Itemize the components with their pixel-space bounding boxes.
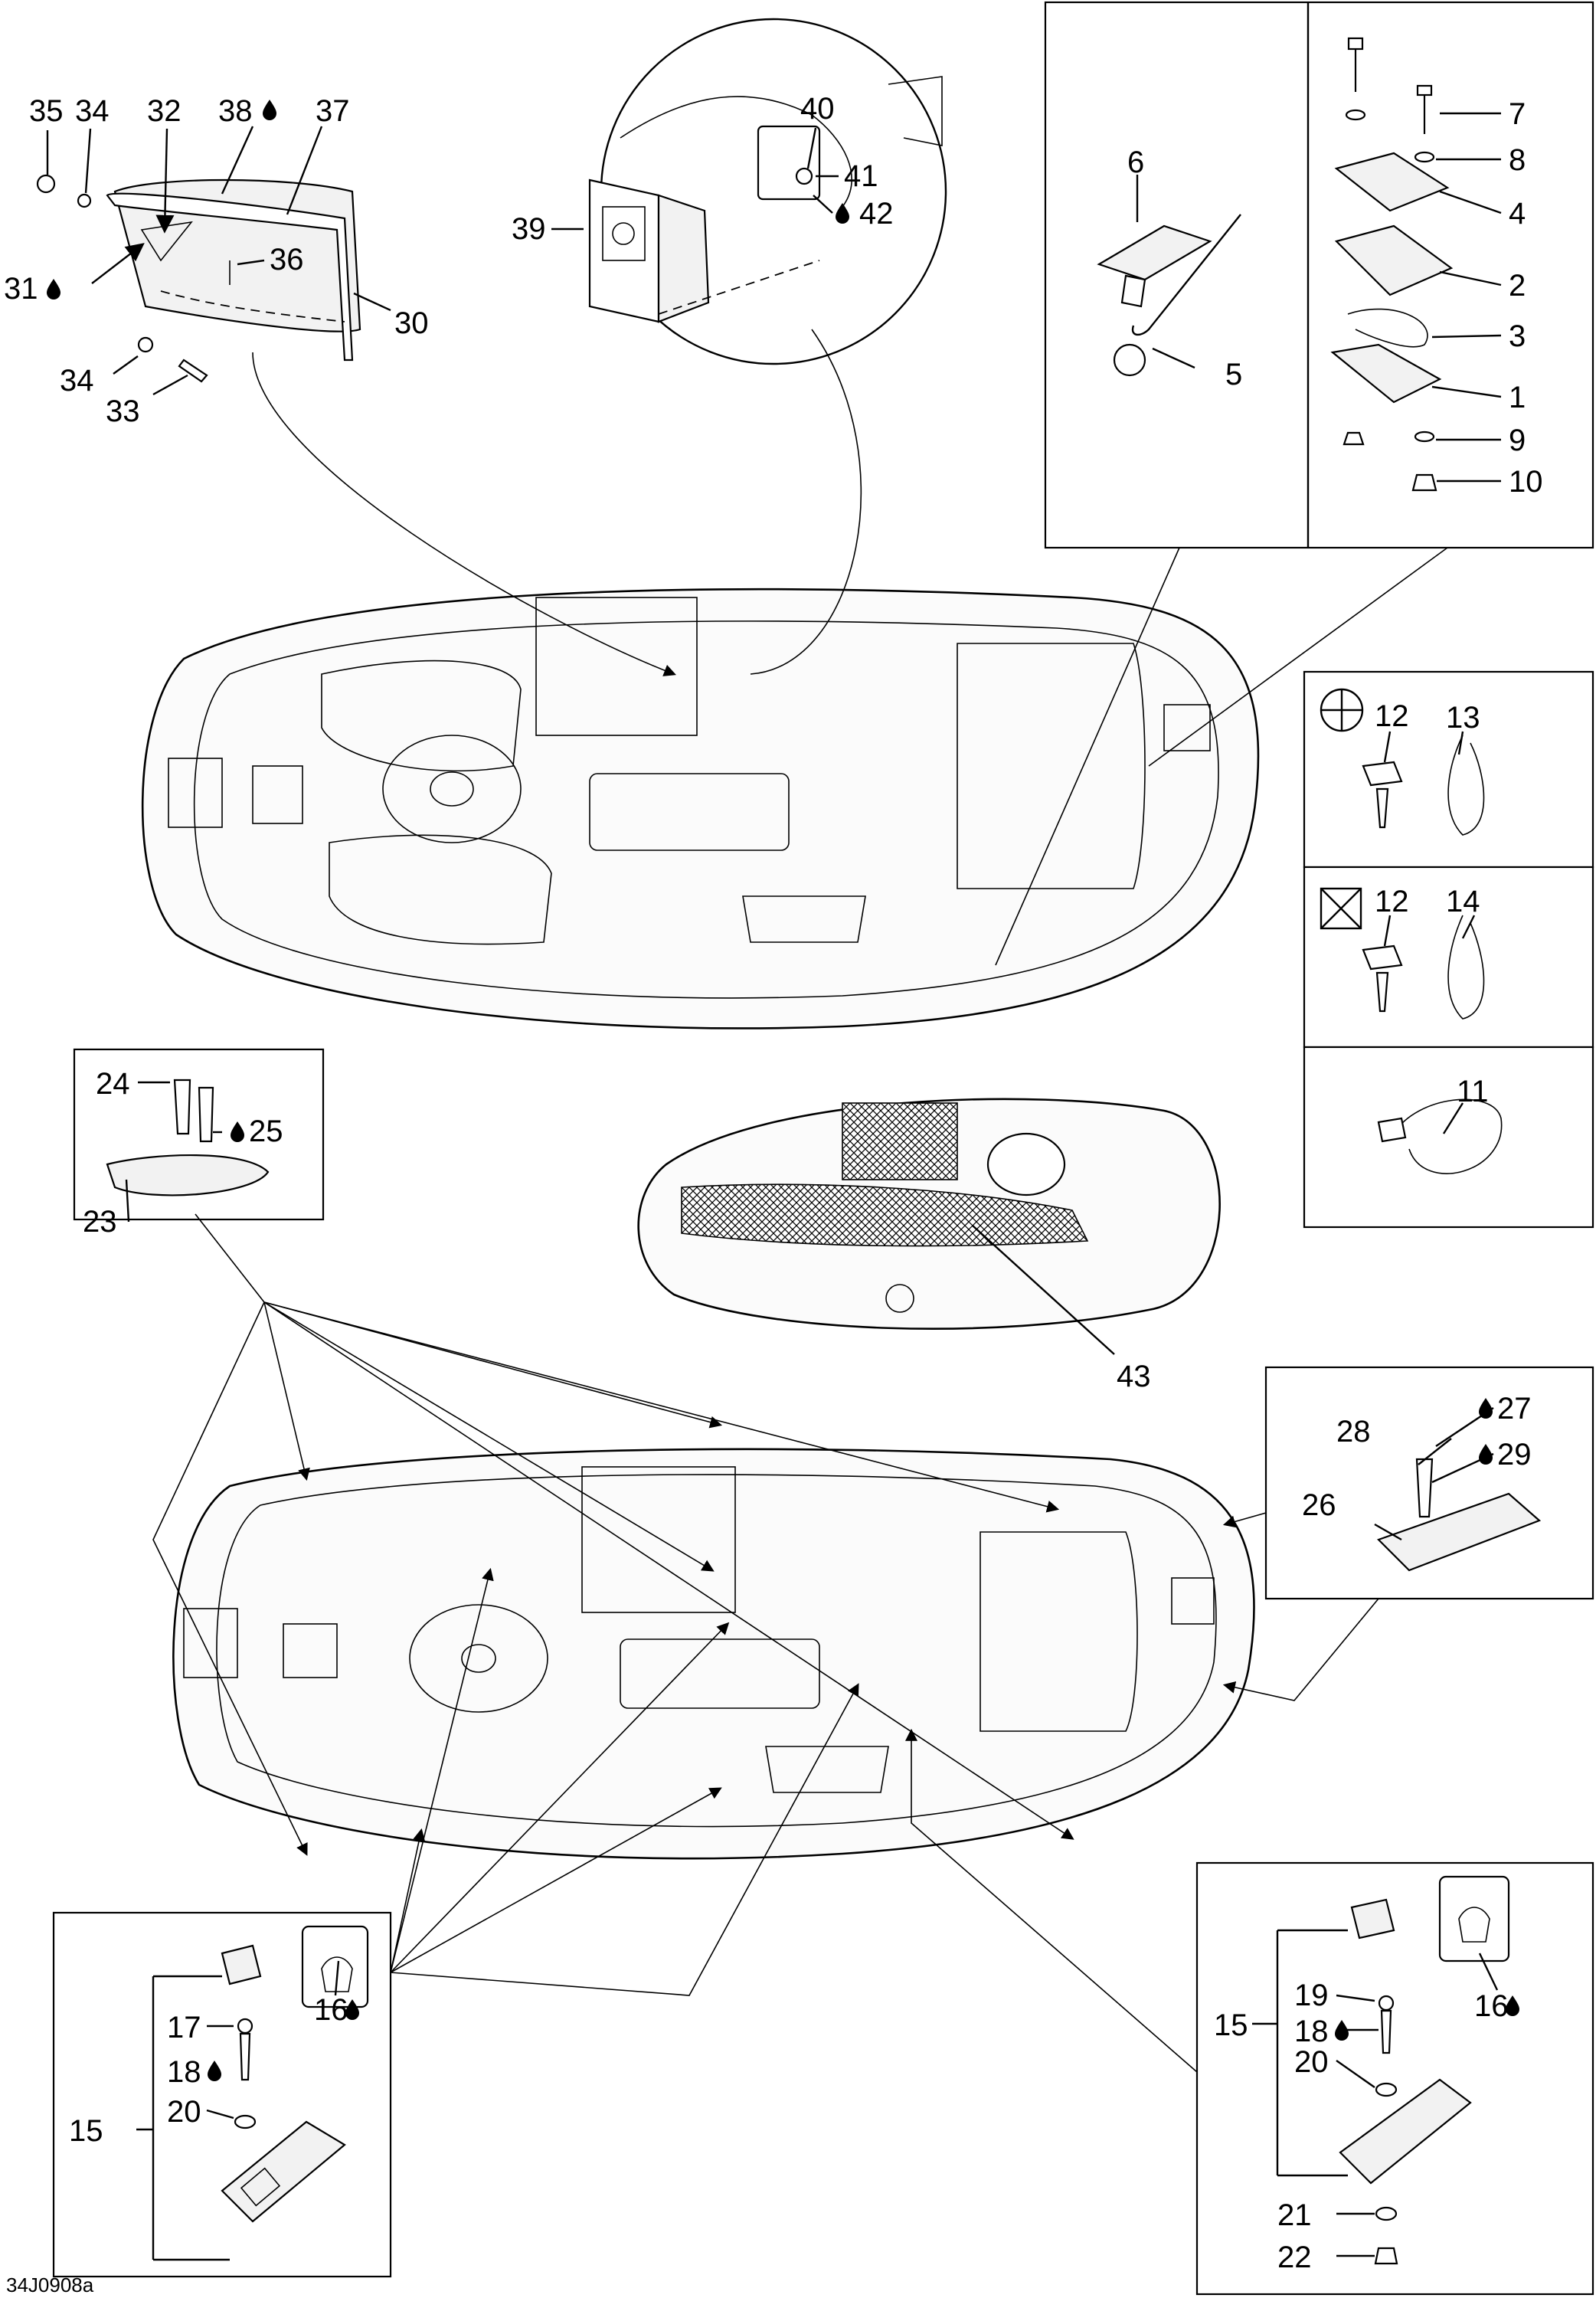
latch-plate-box bbox=[1264, 1366, 1594, 1600]
callout-33: 33 bbox=[106, 394, 140, 428]
callout-43: 43 bbox=[1117, 1360, 1151, 1393]
diagram-code: 34J0908a bbox=[6, 2273, 94, 2296]
callout-6: 6 bbox=[1127, 146, 1144, 179]
callout-1: 1 bbox=[1509, 381, 1526, 414]
callout-10: 10 bbox=[1509, 465, 1543, 499]
callout-12-a: 12 bbox=[1375, 699, 1409, 733]
drop-icon bbox=[263, 100, 276, 120]
pad-kit-left bbox=[52, 1911, 392, 2278]
callout-13: 13 bbox=[1446, 701, 1480, 735]
callout-20-a: 20 bbox=[167, 2095, 201, 2129]
callout-3: 3 bbox=[1509, 319, 1526, 353]
pad-kit-right bbox=[1195, 1861, 1594, 2296]
callout-9: 9 bbox=[1509, 424, 1526, 457]
callout-41: 41 bbox=[844, 159, 878, 193]
lower-hull-view bbox=[172, 1448, 1255, 1860]
cleat-box bbox=[73, 1048, 325, 1221]
callout-24: 24 bbox=[96, 1067, 130, 1101]
callout-17: 17 bbox=[167, 2011, 201, 2044]
callout-15-a: 15 bbox=[69, 2114, 103, 2148]
glovebox-assembly bbox=[36, 174, 361, 383]
callout-32: 32 bbox=[147, 94, 182, 128]
callout-21: 21 bbox=[1277, 2198, 1312, 2232]
callout-27: 27 bbox=[1497, 1392, 1532, 1426]
callout-4: 4 bbox=[1509, 197, 1526, 231]
callout-11: 11 bbox=[1457, 1075, 1489, 1108]
drop-icon bbox=[836, 203, 849, 224]
mat-view bbox=[637, 1098, 1221, 1330]
callout-labels: 1 2 3 4 5 6 7 8 9 10 11 12 12 13 14 15 1… bbox=[4, 92, 1543, 2274]
callout-36: 36 bbox=[270, 243, 304, 277]
callout-14: 14 bbox=[1446, 885, 1480, 918]
callout-18-a: 18 bbox=[167, 2055, 201, 2089]
callout-30: 30 bbox=[394, 306, 429, 340]
callout-25: 25 bbox=[249, 1115, 283, 1148]
callout-12-b: 12 bbox=[1375, 885, 1409, 918]
callout-22: 22 bbox=[1277, 2241, 1312, 2274]
callout-16-b: 16 bbox=[1474, 1989, 1509, 2023]
callout-2: 2 bbox=[1509, 269, 1526, 303]
storage-detail-circle bbox=[588, 18, 947, 365]
drop-icon bbox=[47, 279, 61, 300]
callout-35: 35 bbox=[29, 94, 64, 128]
callout-5: 5 bbox=[1225, 358, 1242, 391]
upper-hull-view bbox=[141, 588, 1260, 1030]
callout-7: 7 bbox=[1509, 97, 1526, 131]
callout-26: 26 bbox=[1302, 1488, 1336, 1522]
callout-19: 19 bbox=[1294, 1979, 1329, 2012]
callout-40: 40 bbox=[800, 92, 835, 126]
callout-8: 8 bbox=[1509, 143, 1526, 177]
callout-18-b: 18 bbox=[1294, 2015, 1329, 2048]
callout-42: 42 bbox=[859, 197, 894, 231]
callout-37: 37 bbox=[316, 94, 350, 128]
callout-23: 23 bbox=[83, 1205, 117, 1239]
leader-lines bbox=[46, 112, 1502, 2261]
callout-16-a: 16 bbox=[314, 1993, 348, 2027]
callout-34-a: 34 bbox=[75, 94, 110, 128]
callout-38: 38 bbox=[218, 94, 253, 128]
callout-20-b: 20 bbox=[1294, 2045, 1329, 2079]
callout-31: 31 bbox=[4, 272, 38, 306]
callout-29: 29 bbox=[1497, 1438, 1532, 1471]
fastener-panels bbox=[1303, 670, 1594, 1229]
callout-15-b: 15 bbox=[1214, 2008, 1248, 2042]
callout-28: 28 bbox=[1336, 1415, 1371, 1449]
latch-kit-box bbox=[1044, 1, 1594, 549]
callout-34-b: 34 bbox=[60, 364, 94, 398]
callout-39: 39 bbox=[512, 212, 546, 246]
